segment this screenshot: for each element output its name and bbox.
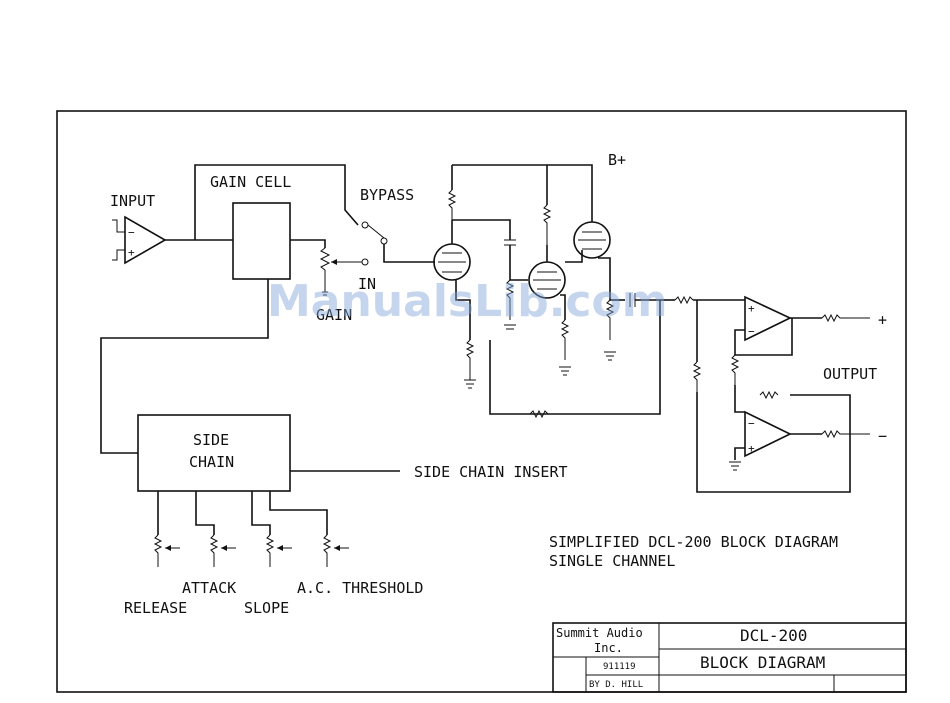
- drawing-number: 911119: [603, 662, 636, 672]
- gain-cell-label: GAIN CELL: [210, 173, 291, 191]
- bypass-switch: [362, 222, 435, 262]
- svg-text:+: +: [128, 246, 135, 259]
- output-plus-label: +: [878, 311, 887, 329]
- side-label: SIDE: [193, 431, 229, 449]
- output-opamp-minus: − +: [729, 392, 870, 470]
- bypass-label: BYPASS: [360, 186, 414, 204]
- ac-threshold-label: A.C. THRESHOLD: [297, 579, 423, 597]
- chain-label: CHAIN: [189, 453, 234, 471]
- model-name: DCL-200: [740, 626, 807, 645]
- caption-line2: SINGLE CHANNEL: [549, 552, 675, 570]
- svg-text:−: −: [748, 325, 755, 338]
- svg-text:+: +: [748, 302, 755, 315]
- company-line2: Inc.: [594, 641, 623, 655]
- watermark: ManualsLib.com: [267, 276, 668, 327]
- gain-cell-block: [233, 203, 290, 279]
- svg-text:−: −: [748, 417, 755, 430]
- slope-label: SLOPE: [244, 599, 289, 617]
- output-opamp-plus: + −: [735, 297, 870, 355]
- release-label: RELEASE: [124, 599, 187, 617]
- svg-text:−: −: [128, 226, 135, 239]
- attack-label: ATTACK: [182, 579, 236, 597]
- drawn-by: BY D. HILL: [589, 680, 643, 690]
- output-label: OUTPUT: [823, 365, 877, 383]
- input-amplifier: − +: [112, 217, 165, 263]
- svg-text:+: +: [748, 442, 755, 455]
- release-pot: [155, 491, 180, 567]
- b-plus-label: B+: [608, 151, 626, 169]
- drawing-title: BLOCK DIAGRAM: [700, 653, 825, 672]
- input-label: INPUT: [110, 192, 155, 210]
- slope-pot: [252, 491, 292, 567]
- side-chain-insert-label: SIDE CHAIN INSERT: [414, 463, 568, 481]
- output-minus-label: −: [878, 427, 887, 445]
- company-line1: Summit Audio: [556, 626, 643, 640]
- attack-pot: [196, 491, 236, 567]
- threshold-pot: [270, 491, 349, 567]
- caption-line1: SIMPLIFIED DCL-200 BLOCK DIAGRAM: [549, 533, 838, 551]
